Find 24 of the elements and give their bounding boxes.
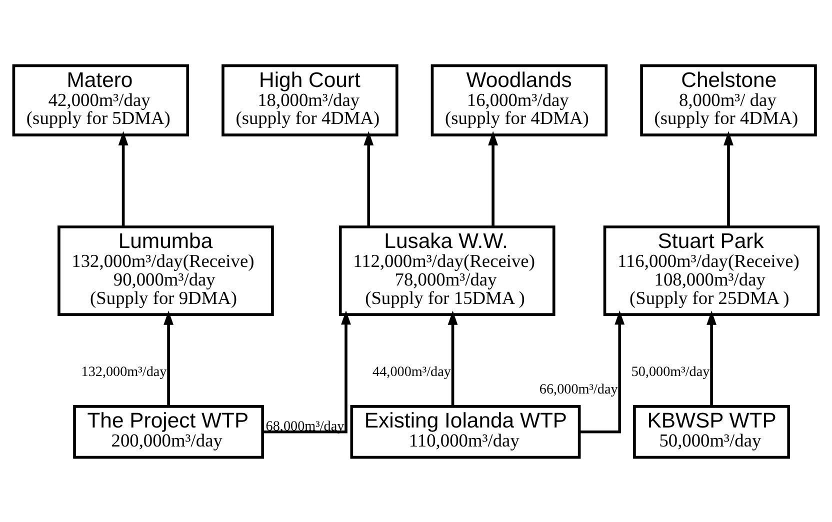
- arrow: [262, 310, 351, 433]
- arrow: [706, 310, 716, 406]
- arrow: [364, 130, 374, 226]
- edge-label: 132,000m³/day: [81, 364, 167, 380]
- node-box: Lumumba 132,000m³/day(Receive) 90,000m³/day (Supply for 9DMA): [58, 224, 274, 316]
- arrow: [118, 130, 128, 226]
- arrow: [164, 310, 174, 406]
- node-box: KBWSP WTP 50,000m³/day: [633, 404, 790, 458]
- node-box: The Project WTP 200,000m³/day: [73, 404, 264, 458]
- node-box: Matero 42,000m³/day (supply for 5DMA): [12, 64, 190, 136]
- arrow: [448, 310, 458, 406]
- node-box: Lusaka W.W. 112,000m³/day(Receive) 78,000m³/day (Supply for 15DMA ): [338, 224, 556, 316]
- arrow: [488, 130, 498, 226]
- arrow: [724, 130, 734, 226]
- node-box: Stuart Park 116,000m³/day(Receive) 108,000m³/day (Supply for 25DMA ): [603, 224, 820, 316]
- node-box: Woodlands 16,000m³/day (supply for 4DMA): [430, 64, 608, 136]
- edge-label: 44,000m³/day: [372, 364, 451, 380]
- edge-label: 68,000m³/day: [266, 418, 344, 434]
- arrow: [580, 310, 625, 433]
- node-box: High Court 18,000m³/day (supply for 4DMA): [222, 64, 398, 136]
- edge-label: 50,000m³/day: [631, 364, 710, 380]
- edge-label: 66,000m³/day: [539, 380, 618, 397]
- node-box: Chelstone 8,000m³/ day (supply for 4DMA): [640, 64, 817, 136]
- node-box: Existing Iolanda WTP 110,000m³/day: [350, 404, 581, 458]
